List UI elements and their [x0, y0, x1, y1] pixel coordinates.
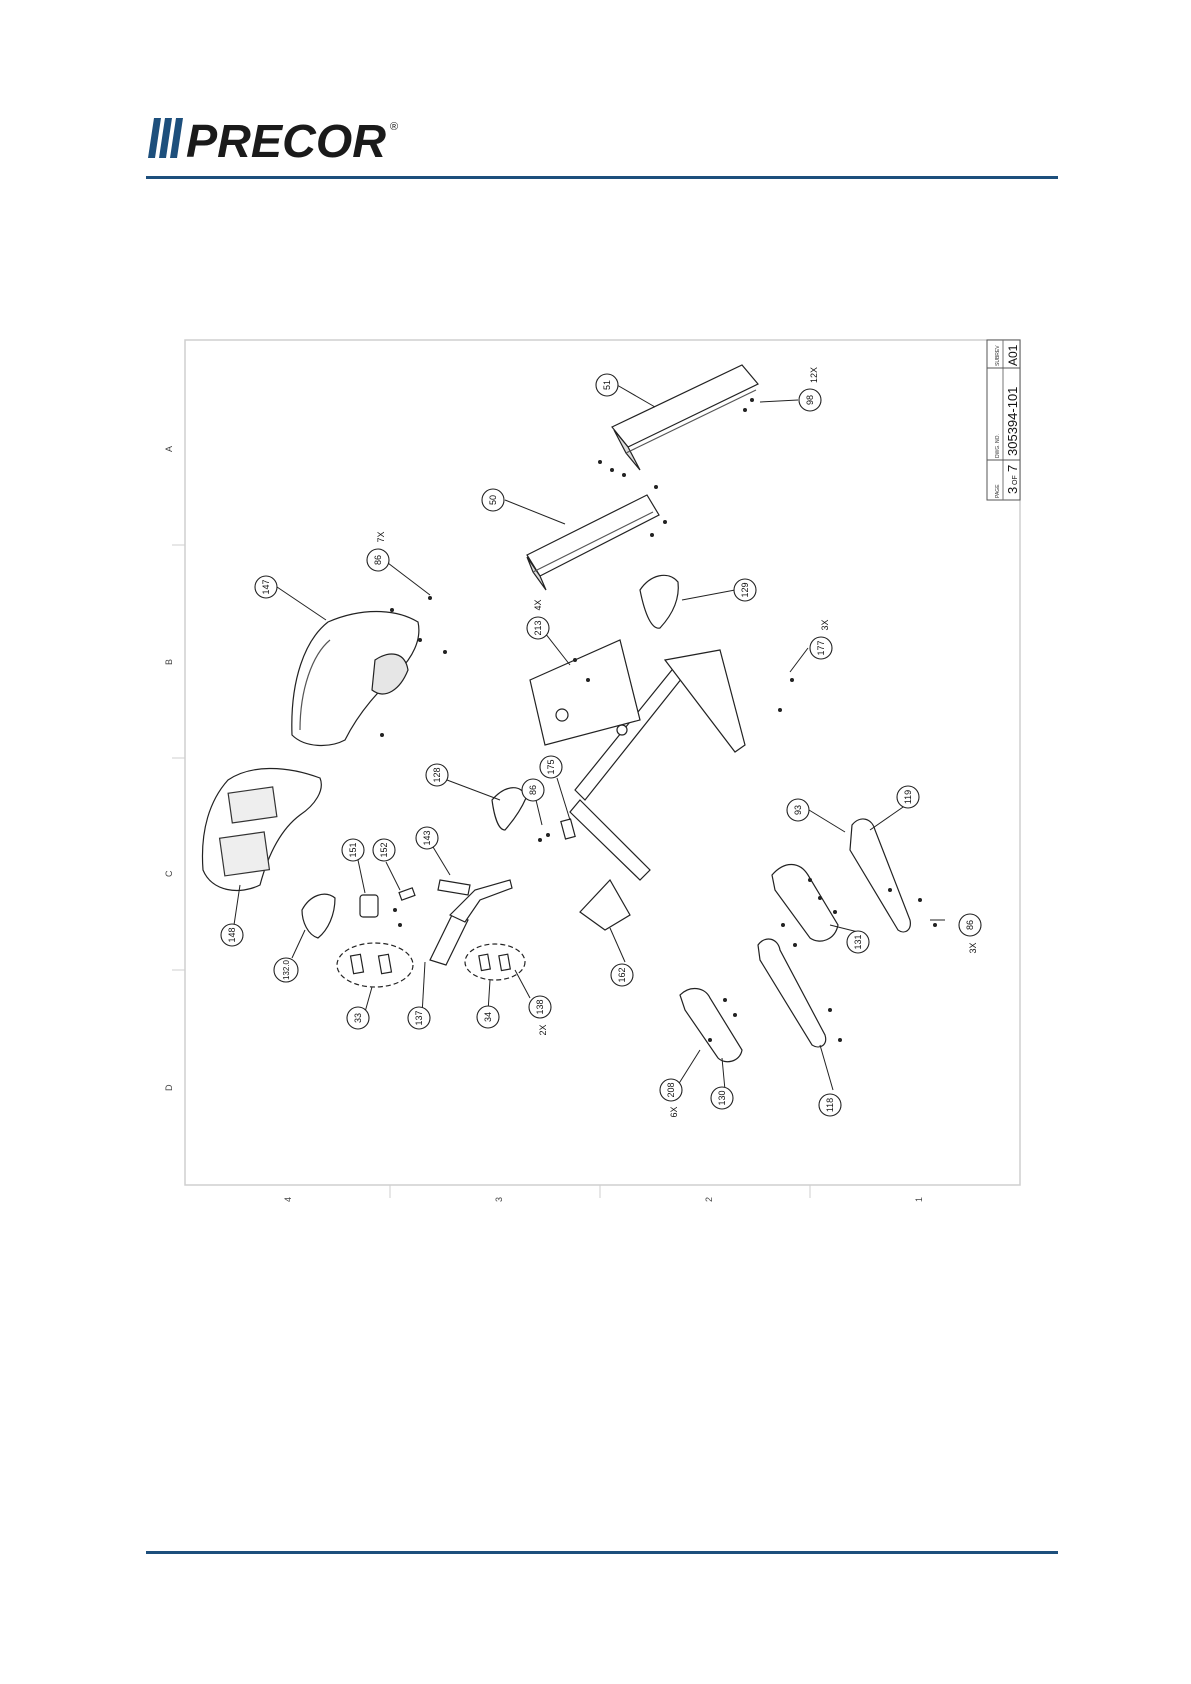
callout-label-129: 129: [740, 582, 750, 597]
col-label-4: 4: [283, 1197, 293, 1202]
title-block-page-total: 7: [1005, 465, 1020, 472]
title-block-page-value: 3: [1005, 487, 1020, 494]
part-131-cover: [772, 864, 838, 941]
title-block-rev-value: A01: [1006, 344, 1020, 366]
callout-qty-177: 3X: [820, 619, 830, 630]
part-162-bracket: [580, 880, 630, 930]
callout-label-119: 119: [903, 790, 913, 804]
callout-label-148: 148: [227, 927, 237, 942]
callout-label-147: 147: [261, 579, 271, 594]
part-143-handle: [430, 880, 512, 965]
callout-label-175: 175: [546, 759, 556, 774]
part-175-part: [561, 819, 575, 839]
col-label-3: 3: [494, 1197, 504, 1202]
callout-label-86a: 86: [373, 555, 383, 565]
row-label-b: B: [164, 659, 174, 665]
part-main-frame: [530, 640, 745, 880]
callout-qty-86a: 7X: [376, 531, 386, 542]
callout-label-33: 33: [353, 1013, 363, 1023]
part-50-tube: [527, 495, 659, 590]
part-33-group: [337, 943, 413, 987]
callout-label-86b: 86: [528, 785, 538, 795]
callout-label-213: 213: [533, 620, 543, 635]
callout-label-131: 131: [853, 934, 863, 949]
callout-label-128: 128: [432, 767, 442, 782]
title-block-page-label: PAGE: [995, 484, 1001, 498]
callout-label-130: 130: [717, 1090, 727, 1105]
callout-label-98: 98: [805, 395, 815, 405]
callout-qty-213: 4X: [533, 599, 543, 610]
callout-label-208: 208: [666, 1082, 676, 1097]
part-118-arm-cover: [758, 939, 826, 1047]
part-128-bracket: [492, 788, 526, 830]
part-51-tube: [612, 365, 758, 470]
row-label-d: D: [164, 1084, 174, 1091]
callout-label-162: 162: [617, 967, 627, 982]
callout-label-151: 151: [348, 842, 358, 857]
title-block-page-of: OF: [1012, 475, 1019, 485]
part-147-shroud: [292, 612, 419, 746]
row-label-c: C: [164, 870, 174, 877]
part-119-arm-cover: [850, 819, 910, 932]
callout-qty-86c: 3X: [968, 942, 978, 953]
title-block: SUBREV A01 DWG. NO. 305394-101 PAGE 3 OF…: [987, 340, 1020, 500]
callout-label-177: 177: [816, 640, 826, 655]
callout-qty-98: 12X: [809, 367, 819, 383]
part-148-shroud: [202, 768, 321, 890]
part-129-cover: [640, 575, 678, 628]
callout-label-132: 132.0: [282, 959, 291, 980]
title-block-dwg-value: 305394-101: [1005, 387, 1020, 456]
callout-label-50: 50: [488, 495, 498, 505]
callout-label-118: 118: [825, 1098, 835, 1112]
callout-qty-138: 2X: [538, 1024, 548, 1035]
callout-label-143: 143: [422, 830, 432, 845]
callout-label-137: 137: [414, 1010, 424, 1025]
callout-label-34: 34: [483, 1012, 493, 1022]
part-151-grip: [360, 895, 378, 917]
callout-label-86c: 86: [965, 920, 975, 930]
callout-label-138: 138: [535, 999, 545, 1014]
callout-label-93: 93: [793, 805, 803, 815]
col-label-2: 2: [704, 1197, 714, 1202]
col-label-1: 1: [914, 1197, 924, 1202]
part-130-cover: [680, 989, 742, 1062]
callout-label-152: 152: [379, 842, 389, 857]
part-132-cover: [302, 894, 335, 938]
title-block-rev-label: SUBREV: [995, 345, 1001, 366]
callout-label-51: 51: [602, 380, 612, 390]
part-34-group: [465, 944, 525, 980]
part-152-clip: [399, 888, 415, 900]
row-label-a: A: [164, 446, 174, 452]
title-block-dwg-label: DWG. NO.: [995, 434, 1001, 458]
callout-qty-208: 6X: [669, 1106, 679, 1117]
